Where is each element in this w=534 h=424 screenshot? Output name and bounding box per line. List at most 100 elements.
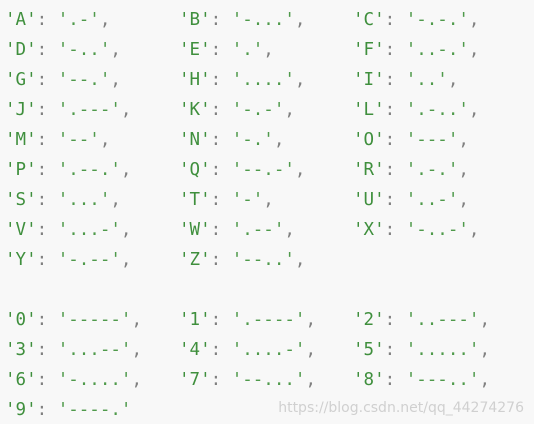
dict-value: '-.--': [57, 250, 121, 270]
dict-entry: 'Z': '--..',: [179, 245, 353, 275]
comma: ,: [284, 100, 295, 120]
comma: ,: [263, 40, 274, 60]
dict-key: '1': [179, 310, 211, 330]
code-line: 'P': '.--.', 'Q': '--.-', 'R': '.-.',: [5, 155, 530, 185]
comma: ,: [273, 130, 285, 150]
comma: ,: [458, 130, 469, 150]
dict-value: '.-': [57, 10, 100, 30]
colon-separator: :: [210, 160, 232, 180]
dict-entry: 'T': '-',: [179, 185, 353, 215]
dict-key: '7': [179, 370, 211, 390]
dict-key: 'O': [353, 130, 385, 150]
dict-key: 'F': [353, 40, 385, 60]
comma: ,: [468, 40, 480, 60]
dict-value: '-': [231, 190, 264, 210]
dict-value: '----.': [57, 400, 132, 420]
colon-separator: :: [210, 40, 232, 60]
dict-key: 'R': [353, 160, 385, 180]
dict-value: '..---': [405, 310, 480, 330]
dict-key: '9': [5, 400, 37, 420]
dict-key: 'N': [179, 130, 211, 150]
code-line: 'M': '--', 'N': '-.', 'O': '---',: [5, 125, 530, 155]
dict-value: '-...': [231, 10, 295, 30]
colon-separator: :: [210, 130, 232, 150]
comma: ,: [110, 70, 121, 90]
dict-entry: 'X': '-..-',: [353, 215, 523, 245]
dict-entry: 'Q': '--.-',: [179, 155, 353, 185]
dict-entry: 'P': '.--.',: [5, 155, 179, 185]
dict-value: '.--': [231, 220, 285, 240]
dict-entry: 'U': '..-',: [353, 185, 523, 215]
colon-separator: :: [210, 370, 232, 390]
comma: ,: [120, 160, 132, 180]
dict-key: 'P': [5, 160, 37, 180]
comma: ,: [294, 70, 306, 90]
comma: ,: [120, 220, 132, 240]
colon-separator: :: [36, 40, 58, 60]
colon-separator: :: [384, 100, 406, 120]
dict-key: 'Y': [5, 250, 37, 270]
comma: ,: [468, 220, 480, 240]
comma: ,: [284, 220, 295, 240]
code-line: 'G': '--.', 'H': '....', 'I': '..',: [5, 65, 530, 95]
dict-key: 'E': [179, 40, 211, 60]
colon-separator: :: [36, 400, 58, 420]
dict-entry: '0': '-----',: [5, 305, 179, 335]
code-line: 'D': '-..', 'E': '.', 'F': '..-.',: [5, 35, 530, 65]
comma: ,: [131, 340, 142, 360]
code-line: '3': '...--', '4': '....-', '5': '.....'…: [5, 335, 530, 365]
dict-value: '-..': [57, 40, 111, 60]
dict-value: '-.-.': [405, 10, 469, 30]
dict-key: 'Q': [179, 160, 211, 180]
dict-key: 'A': [5, 10, 37, 30]
colon-separator: :: [384, 220, 406, 240]
dict-key: 'I': [353, 70, 385, 90]
comma: ,: [110, 190, 121, 210]
colon-separator: :: [36, 10, 58, 30]
comma: ,: [131, 310, 142, 330]
code-line: '9': '----.': [5, 395, 530, 424]
dict-value: '..': [405, 70, 448, 90]
dict-key: 'D': [5, 40, 37, 60]
dict-value: '...': [57, 190, 111, 210]
dict-value: '---..': [405, 370, 480, 390]
dict-value: '.----': [231, 310, 306, 330]
colon-separator: :: [36, 100, 58, 120]
watermark-url: https://blog.csdn.net/qq_44274276: [278, 400, 524, 416]
colon-separator: :: [384, 70, 406, 90]
code-line: 'A': '.-', 'B': '-...', 'C': '-.-.',: [5, 5, 530, 35]
comma: ,: [120, 250, 132, 270]
colon-separator: :: [36, 70, 58, 90]
dict-entry: '9': '----.': [5, 395, 179, 424]
dict-value: '--..': [231, 250, 295, 270]
dict-entry: 'E': '.',: [179, 35, 353, 65]
colon-separator: :: [210, 190, 232, 210]
colon-separator: :: [384, 340, 406, 360]
colon-separator: :: [210, 70, 232, 90]
colon-separator: :: [36, 370, 58, 390]
dict-entry: '1': '.----',: [179, 305, 353, 335]
dict-entry: 'I': '..',: [353, 65, 523, 95]
dict-key: 'T': [179, 190, 211, 210]
dict-value: '....-': [231, 340, 306, 360]
colon-separator: :: [210, 340, 232, 360]
dict-entry: 'J': '.---',: [5, 95, 179, 125]
code-line: 'Y': '-.--', 'Z': '--..',: [5, 245, 530, 275]
comma: ,: [294, 250, 306, 270]
colon-separator: :: [36, 190, 58, 210]
dict-entry: 'F': '..-.',: [353, 35, 523, 65]
dict-entry: 'R': '.-.',: [353, 155, 523, 185]
colon-separator: :: [36, 250, 58, 270]
dict-key: 'J': [5, 100, 37, 120]
dict-key: 'H': [179, 70, 211, 90]
comma: ,: [120, 100, 132, 120]
comma: ,: [110, 40, 121, 60]
dict-value: '-----': [57, 310, 132, 330]
dict-key: '6': [5, 370, 37, 390]
colon-separator: :: [36, 220, 58, 240]
colon-separator: :: [36, 310, 58, 330]
comma: ,: [458, 190, 469, 210]
colon-separator: :: [384, 10, 406, 30]
colon-separator: :: [384, 160, 406, 180]
code-line: '6': '-....', '7': '--...', '8': '---..'…: [5, 365, 530, 395]
